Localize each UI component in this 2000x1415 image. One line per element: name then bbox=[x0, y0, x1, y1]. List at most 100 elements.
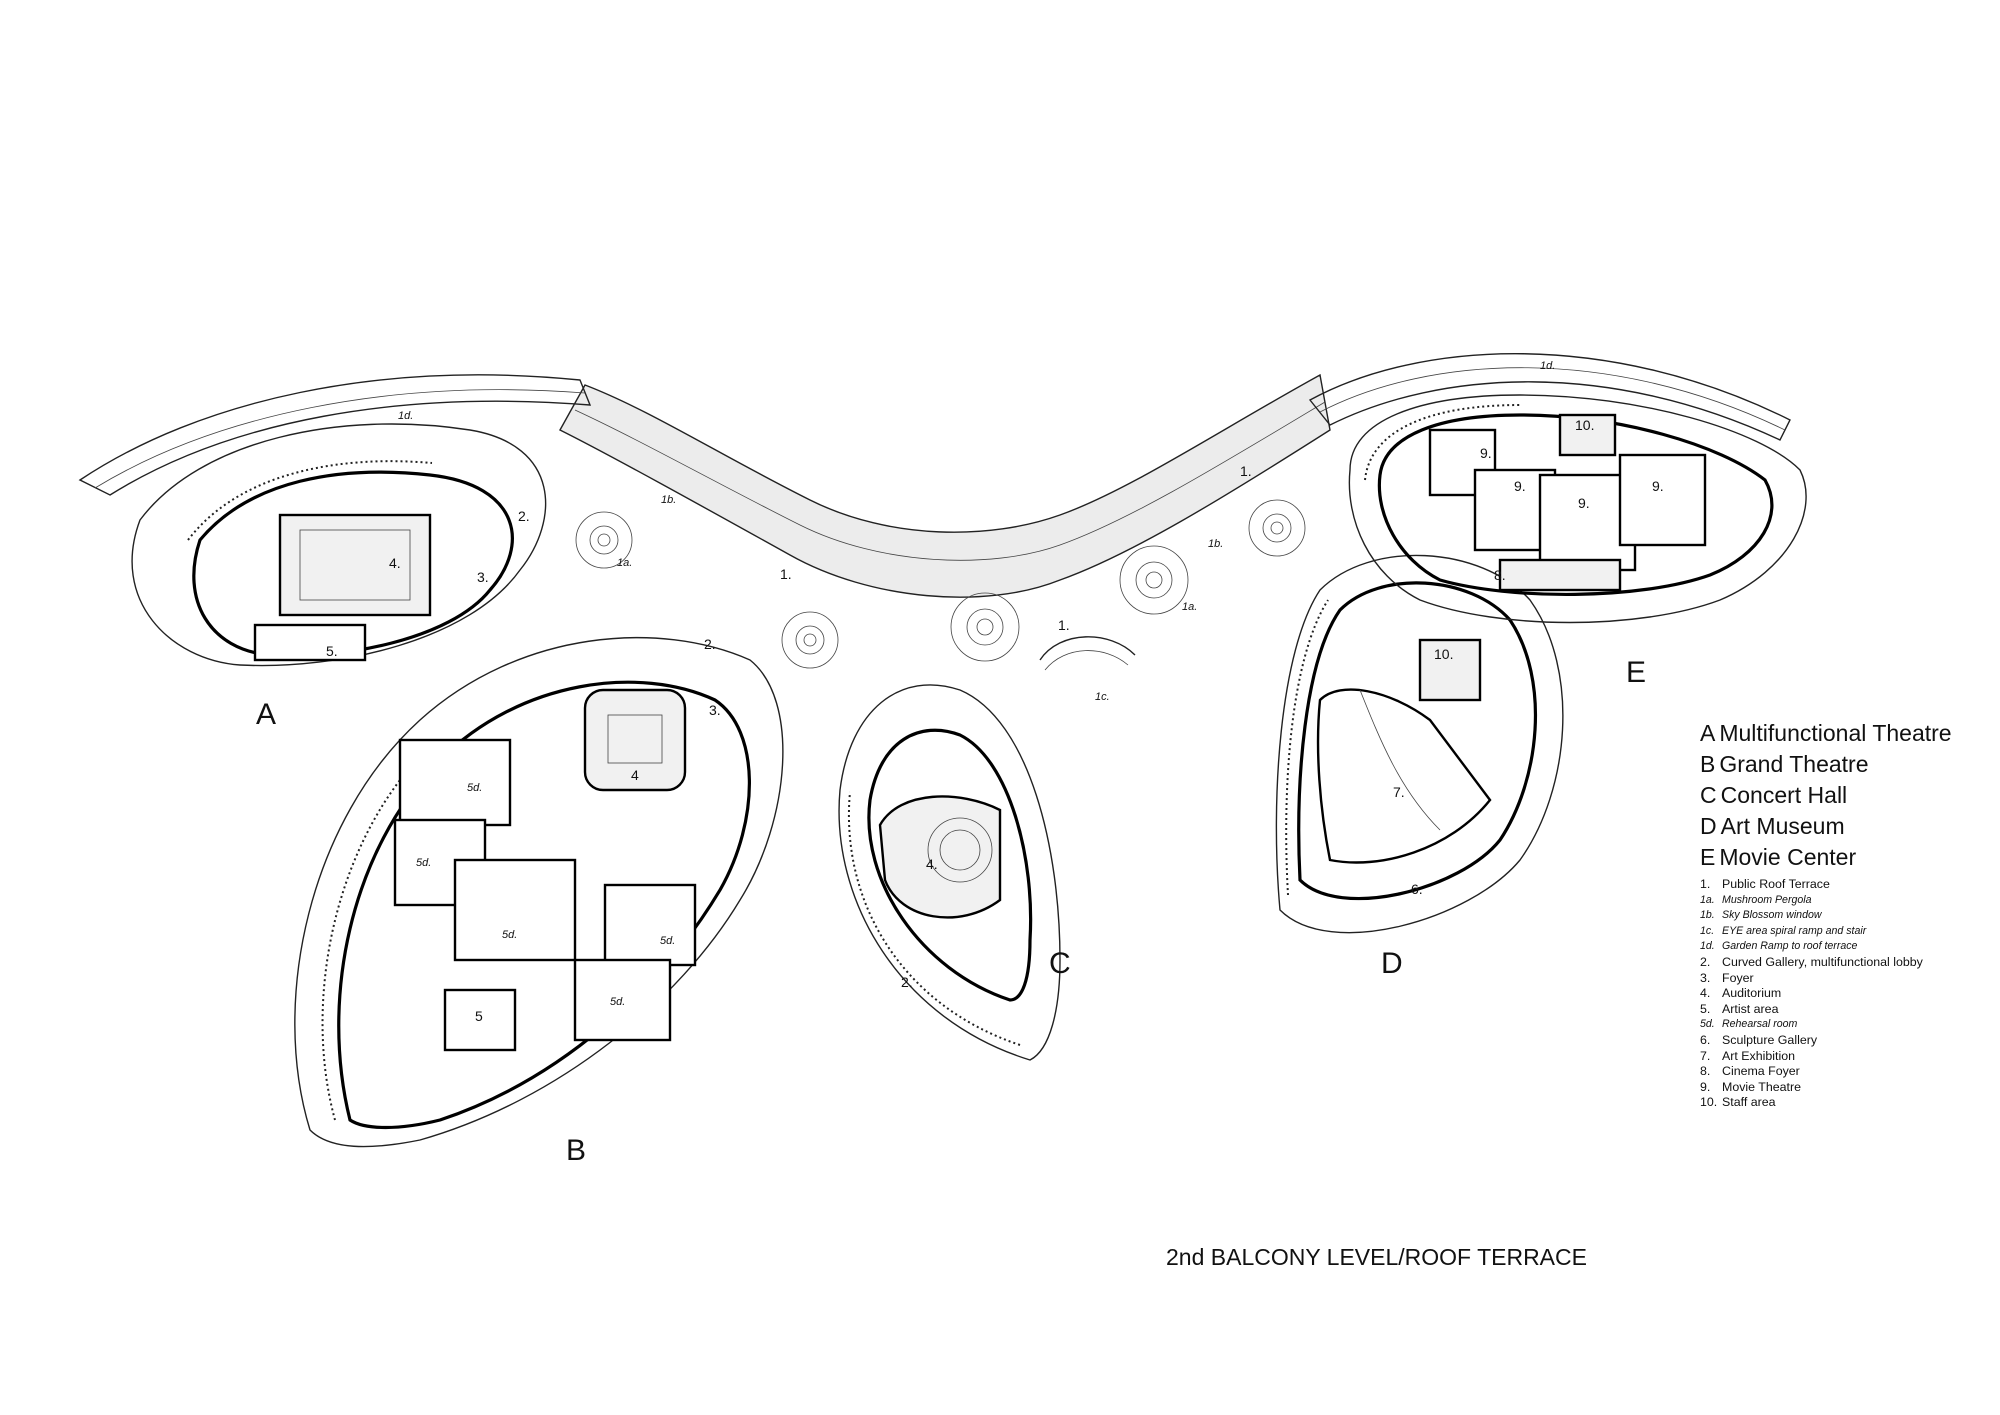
legend-item: 2.Curved Gallery, multifunctional lobby bbox=[1700, 955, 1990, 971]
legend-building-name: Concert Hall bbox=[1720, 782, 1848, 808]
legend-item-text: Mushroom Pergola bbox=[1722, 893, 1812, 906]
plan-label-gallery-c: 2. bbox=[901, 974, 913, 990]
plan-label-auditorium-b: 4 bbox=[631, 767, 639, 783]
legend-building-name: Multifunctional Theatre bbox=[1719, 720, 1952, 746]
legend-item-number: 1c. bbox=[1700, 924, 1715, 937]
plan-label-movie-1: 9. bbox=[1480, 445, 1492, 461]
legend-item-text: Sky Blossom window bbox=[1722, 909, 1822, 922]
plan-label-terrace-2: 1. bbox=[1058, 617, 1070, 633]
mushroom-pergola-2 bbox=[781, 611, 839, 669]
legend-building-name: Movie Center bbox=[1719, 844, 1857, 870]
building-d-staff-area bbox=[1418, 638, 1482, 702]
plan-label-staff-e: 10. bbox=[1575, 417, 1594, 433]
plan-label-auditorium-a: 4. bbox=[389, 555, 401, 571]
eye-spiral-ramp bbox=[1039, 636, 1136, 661]
legend-item-number: 7. bbox=[1700, 1048, 1711, 1063]
legend-building-letter: E bbox=[1700, 844, 1716, 870]
legend-item-number: 2. bbox=[1700, 954, 1711, 969]
building-e-staff-area bbox=[1558, 413, 1617, 457]
plan-label-foyer-b: 3. bbox=[709, 702, 721, 718]
legend-item-text: EYE area spiral ramp and stair bbox=[1722, 924, 1867, 937]
plan-label-staff-d: 10. bbox=[1434, 646, 1453, 662]
legend-building-letter: D bbox=[1700, 813, 1717, 839]
legend-building-name: Art Museum bbox=[1720, 813, 1845, 839]
rehearsal-room-1 bbox=[398, 738, 512, 827]
garden-ramp-a-inner bbox=[94, 389, 586, 489]
building-a-wall bbox=[192, 470, 514, 658]
drawing-title: 2nd BALCONY LEVEL/ROOF TERRACE bbox=[1166, 1244, 1587, 1270]
plan-label-terrace-1: 1. bbox=[780, 566, 792, 582]
concert-hall-seating-inner bbox=[939, 829, 981, 871]
building-marker-d: D bbox=[1381, 947, 1403, 980]
building-c-auditorium bbox=[878, 795, 1002, 919]
building-c-facade bbox=[848, 791, 1021, 1046]
building-a-stage bbox=[299, 529, 411, 601]
plan-label-movie-4: 9. bbox=[1652, 478, 1664, 494]
building-marker-c: C bbox=[1049, 947, 1071, 980]
plan-label-foyer-a: 3. bbox=[477, 569, 489, 585]
plan-label-sculpture-d: 6. bbox=[1411, 881, 1423, 897]
movie-theatre-4 bbox=[1618, 453, 1707, 547]
legend-item-number: 6. bbox=[1700, 1032, 1711, 1047]
legend-item-text: Garden Ramp to roof terrace bbox=[1722, 940, 1858, 953]
legend-item-number: 4. bbox=[1700, 986, 1711, 1001]
legend-item-number: 10. bbox=[1700, 1095, 1718, 1110]
mushroom-pergola-4 bbox=[1119, 545, 1189, 615]
plan-label-rehearsal-3: 5d. bbox=[502, 929, 517, 941]
building-c-wall bbox=[867, 728, 1033, 1002]
rehearsal-room-5 bbox=[573, 958, 672, 1042]
plan-label-rehearsal-1: 5d. bbox=[467, 782, 482, 794]
legend-item: 1b. Sky Blossom window bbox=[1700, 908, 1990, 924]
building-e-outer-shell bbox=[1348, 394, 1807, 624]
legend-item: 8.Cinema Foyer bbox=[1700, 1064, 1990, 1080]
legend-item-number: 5. bbox=[1700, 1001, 1711, 1016]
legend-item-text: Foyer bbox=[1722, 970, 1754, 985]
plan-label-window-2: 1b. bbox=[1208, 538, 1223, 550]
legend-item-text: Artist area bbox=[1722, 1001, 1779, 1016]
building-e-cinema-foyer bbox=[1498, 558, 1622, 592]
legend-building-letter: C bbox=[1700, 782, 1717, 808]
building-marker-b: B bbox=[566, 1134, 586, 1167]
garden-ramp-a bbox=[78, 374, 592, 496]
garden-ramp-e-inner bbox=[1319, 367, 1786, 431]
legend-item-number: 9. bbox=[1700, 1079, 1711, 1094]
plan-label-rehearsal-4: 5d. bbox=[660, 935, 675, 947]
legend-item-text: Public Roof Terrace bbox=[1722, 877, 1830, 891]
building-d-facade bbox=[1285, 599, 1329, 896]
building-b-facade bbox=[321, 747, 429, 1121]
plan-label-exhibition-d: 7. bbox=[1393, 784, 1405, 800]
legend-item-number: 1. bbox=[1700, 877, 1711, 891]
legend-item: 9.Movie Theatre bbox=[1700, 1080, 1990, 1096]
plan-label-rehearsal-2: 5d. bbox=[416, 857, 431, 869]
building-b-artist-area bbox=[443, 988, 517, 1052]
plan-label-garden-2: 1d. bbox=[1540, 360, 1555, 372]
legend-item-text: Auditorium bbox=[1722, 986, 1782, 1001]
building-a-artist-area bbox=[253, 623, 367, 662]
legend-item: 5d.Rehearsal room bbox=[1700, 1017, 1990, 1033]
plan-label-artist-a: 5. bbox=[326, 643, 338, 659]
building-e-wall bbox=[1377, 413, 1774, 597]
mushroom-pergola-1 bbox=[575, 511, 633, 569]
legend-item: 4. Auditorium bbox=[1700, 986, 1990, 1002]
legend-item-number: 5d. bbox=[1700, 1018, 1715, 1031]
terrace-edge-line bbox=[574, 401, 1326, 561]
rehearsal-room-3 bbox=[453, 858, 577, 962]
plan-label-pergola-1: 1a. bbox=[617, 557, 632, 569]
plan-label-garden-1: 1d. bbox=[398, 410, 413, 422]
legend-item-number: 1d. bbox=[1700, 940, 1715, 953]
concert-hall-seating bbox=[927, 817, 993, 883]
legend-item: 10.Staff area bbox=[1700, 1095, 1990, 1111]
legend-item: 1. Public Roof Terrace bbox=[1700, 877, 1990, 893]
public-roof-terrace bbox=[559, 373, 1331, 598]
building-d-spiral bbox=[1359, 689, 1441, 831]
plan-label-auditorium-c: 4. bbox=[926, 856, 938, 872]
legend-item-number: 1b. bbox=[1700, 909, 1715, 922]
legend-building-letter: B bbox=[1700, 751, 1716, 777]
